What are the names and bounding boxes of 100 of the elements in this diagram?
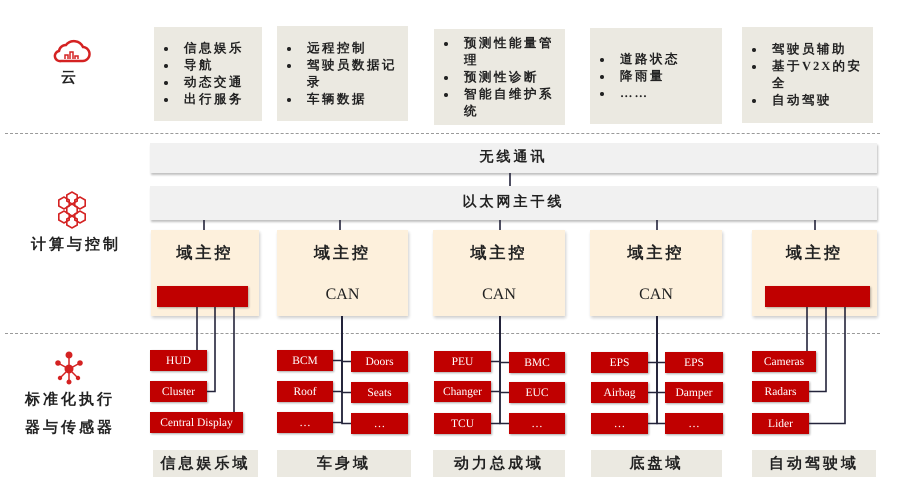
device-name: Changer xyxy=(443,384,482,398)
connector-line xyxy=(203,220,205,230)
info-panel xyxy=(742,27,873,123)
device-name: … xyxy=(688,416,700,430)
bullet-item: 预测性能量管理 xyxy=(442,34,561,68)
device-box xyxy=(150,412,243,433)
network-band xyxy=(150,143,877,173)
device-box xyxy=(277,350,333,371)
bullet-item: 导航 xyxy=(162,57,214,74)
device-box xyxy=(434,351,491,372)
bullet-item: 驾驶员辅助 xyxy=(750,41,847,58)
device-box xyxy=(509,413,565,434)
domain-panel xyxy=(752,450,876,477)
device-box xyxy=(591,413,648,434)
bullet-item: 信息娱乐 xyxy=(162,40,244,57)
info-panel xyxy=(277,26,408,121)
bullet-item: 基于V2X的安全 xyxy=(750,58,869,92)
device-box xyxy=(752,351,816,372)
connector-line xyxy=(339,220,341,230)
info-panel xyxy=(434,29,565,125)
device-box xyxy=(591,382,648,403)
connector-line xyxy=(656,316,665,424)
domain-title: 自动驾驶域 xyxy=(769,454,859,472)
bus-bar xyxy=(157,286,248,307)
row-label: 计算与控制 xyxy=(31,235,121,255)
device-box xyxy=(665,413,723,434)
controller-panel xyxy=(752,230,877,316)
controller-title: 域主控 xyxy=(470,245,528,263)
band-title: 无线通讯 xyxy=(480,149,548,167)
device-box xyxy=(752,381,809,402)
network-band xyxy=(150,186,877,220)
device-name: EPS xyxy=(610,356,630,370)
row-label: 云 xyxy=(61,69,79,88)
device-box xyxy=(434,413,491,434)
device-name: Cameras xyxy=(764,354,804,368)
device-name: Lider xyxy=(768,416,793,430)
controller-panel xyxy=(277,230,408,316)
controller-panel xyxy=(590,230,722,316)
device-name: Doors xyxy=(365,354,394,368)
controller-title: 域主控 xyxy=(314,245,371,263)
bullet-item: 道路状态 xyxy=(598,50,680,68)
device-name: … xyxy=(299,416,311,430)
bullet-item: 降雨量 xyxy=(598,68,665,84)
device-name: … xyxy=(531,416,543,430)
connector-line xyxy=(814,220,816,230)
bus-bar xyxy=(765,286,870,307)
device-box xyxy=(351,382,408,403)
controller-title: 域主控 xyxy=(786,245,843,263)
domain-title: 车身域 xyxy=(317,454,371,472)
bullet-item: 预测性诊断 xyxy=(442,68,539,86)
device-name: Roof xyxy=(294,384,316,398)
device-box xyxy=(351,351,408,372)
device-name: TCU xyxy=(451,416,474,430)
connector-line xyxy=(341,316,351,424)
device-name: … xyxy=(614,416,626,430)
bullet-item: 驾驶员数据记录 xyxy=(285,56,404,90)
domain-title: 动力总成域 xyxy=(454,454,544,472)
domain-panel xyxy=(591,450,722,477)
device-name: PEU xyxy=(452,354,474,368)
device-name: EPS xyxy=(684,356,704,370)
connector-line xyxy=(809,307,827,392)
device-box xyxy=(351,413,408,434)
device-name: Radars xyxy=(764,384,796,398)
device-name: Cluster xyxy=(162,384,196,398)
device-box xyxy=(150,381,207,402)
device-name: Airbag xyxy=(604,386,636,400)
connector-line xyxy=(809,307,846,424)
device-box xyxy=(277,412,333,433)
device-box xyxy=(277,381,333,402)
connector-line xyxy=(656,220,658,230)
device-name: BCM xyxy=(292,354,318,368)
device-box xyxy=(591,352,648,373)
controller-panel xyxy=(151,230,259,316)
bullet-item: 自动驾驶 xyxy=(750,92,832,109)
connector-line xyxy=(499,316,509,424)
device-name: … xyxy=(374,416,386,430)
info-panel xyxy=(590,28,722,124)
device-box xyxy=(150,350,207,371)
bullet-item: 出行服务 xyxy=(162,91,244,108)
controller-title: 域主控 xyxy=(176,245,234,263)
controller-title: 域主控 xyxy=(628,245,684,263)
bullet-item: 动态交通 xyxy=(162,74,244,91)
device-name: HUD xyxy=(166,354,191,368)
domain-title: 底盘域 xyxy=(630,454,684,472)
controller-panel xyxy=(433,230,565,316)
device-name: Seats xyxy=(367,386,392,400)
domain-panel xyxy=(153,450,258,477)
bullet-item: …… xyxy=(598,84,649,102)
bus-label: CAN xyxy=(639,286,673,304)
row-label: 标准化执行器与传感器 xyxy=(24,390,116,438)
bullet-item: 远程控制 xyxy=(285,40,367,56)
bullet-item: 车辆数据 xyxy=(285,90,367,108)
bullet-item: 智能自维护系统 xyxy=(442,86,561,120)
domain-panel xyxy=(277,450,411,477)
band-title: 以太网主干线 xyxy=(462,194,564,212)
device-name: Central Display xyxy=(160,416,233,430)
device-box xyxy=(434,381,491,402)
device-name: EUC xyxy=(526,386,548,400)
device-name: Damper xyxy=(675,386,713,400)
connector-line xyxy=(233,307,235,412)
